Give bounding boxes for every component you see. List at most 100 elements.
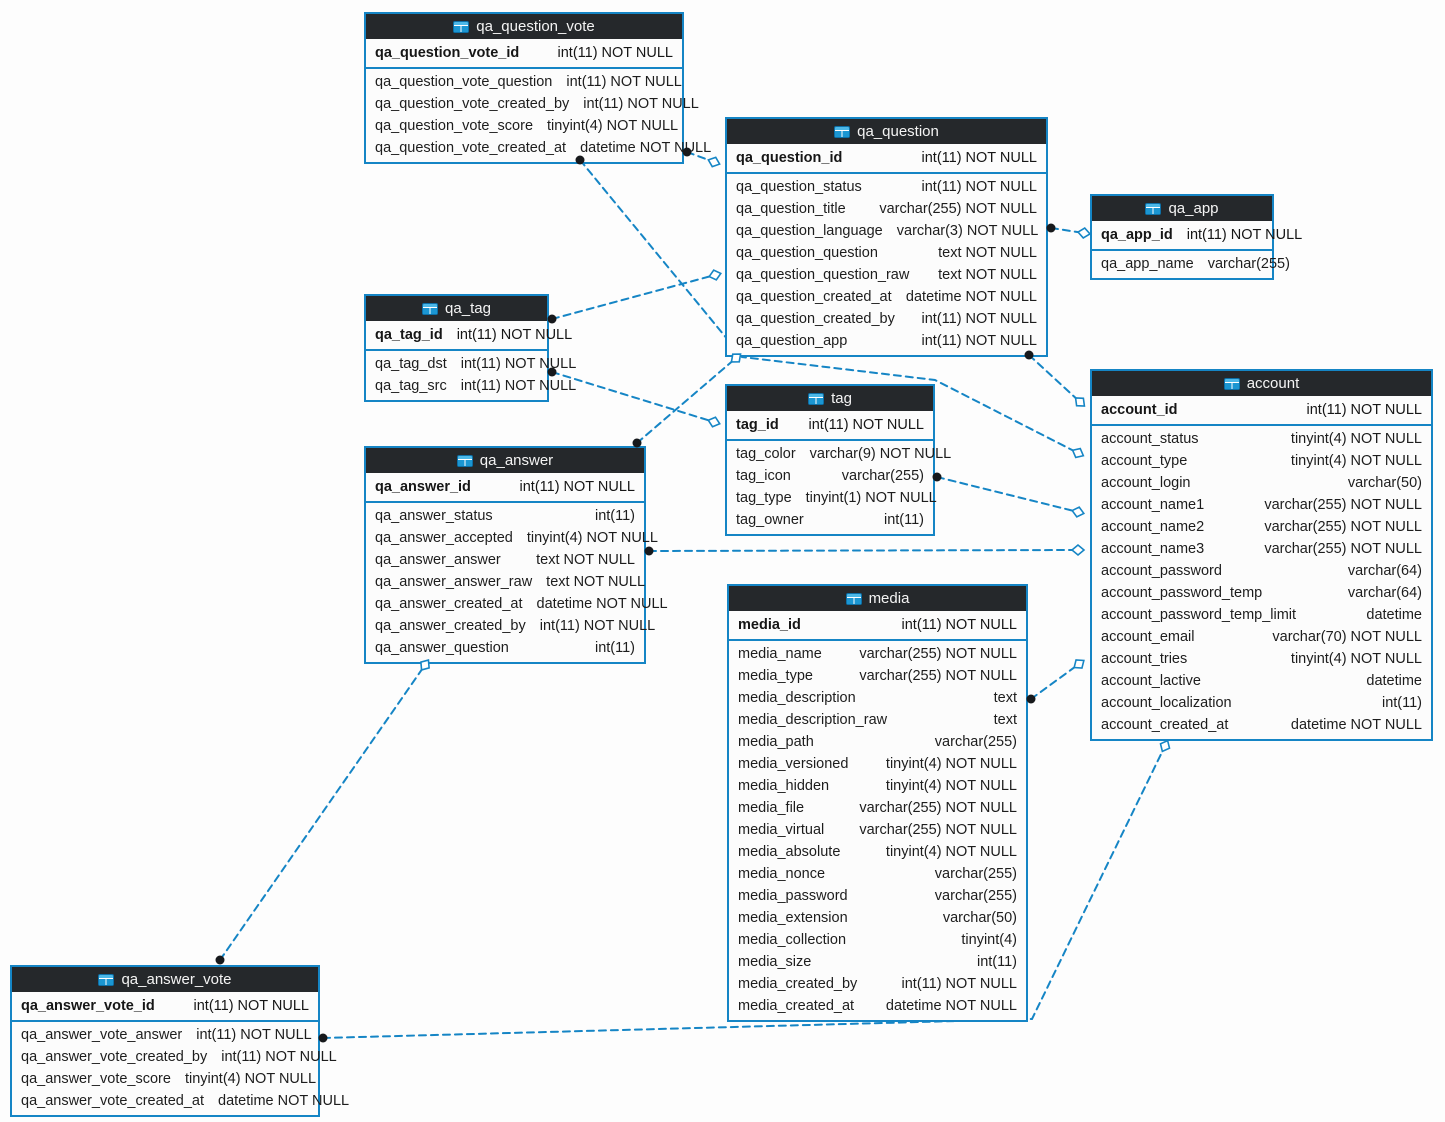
field-type: varchar(50)	[1347, 475, 1422, 491]
relationship-line-qa_question_vote-account[interactable]	[579, 159, 1079, 454]
field-name: qa_answer_vote_answer	[21, 1027, 183, 1043]
field-type: varchar(255)	[934, 888, 1017, 904]
field-name: media_created_at	[738, 998, 855, 1014]
relationship-line-qa_question-account[interactable]	[1028, 354, 1081, 403]
field-name: account_password	[1101, 563, 1222, 579]
primary-key-name: qa_answer_id	[375, 479, 471, 495]
table-header-qa_answer[interactable]: qa_answer	[366, 448, 644, 473]
field-name: account_localization	[1101, 695, 1232, 711]
field-type: datetime NOT NULL	[218, 1093, 350, 1109]
table-title: qa_app	[1168, 200, 1219, 217]
relationship-line-qa_tag-qa_question[interactable]	[551, 274, 716, 320]
table-qa_question[interactable]: qa_question qa_question_id int(11) NOT NUL…	[725, 117, 1048, 357]
field-type: int(11)	[883, 512, 924, 528]
table-header-qa_tag[interactable]: qa_tag	[366, 296, 547, 321]
field-name: media_versioned	[738, 756, 849, 772]
field-type: int(11) NOT NULL	[583, 96, 699, 112]
field-type: varchar(255) NOT NULL	[879, 201, 1037, 217]
field-name: media_path	[738, 734, 814, 750]
field-type: varchar(255)	[841, 468, 924, 484]
table-header-qa_answer_vote[interactable]: qa_answer_vote	[12, 967, 318, 992]
field-name: qa_question_question_raw	[736, 267, 910, 283]
field-type: int(11) NOT NULL	[196, 1027, 312, 1043]
relationship-line-qa_answer-account[interactable]	[648, 549, 1079, 552]
field-type: int(11)	[976, 954, 1017, 970]
relationship-line-qa_answer_vote-qa_answer[interactable]	[219, 664, 426, 961]
field-name: qa_question_language	[736, 223, 883, 239]
field-type: varchar(255) NOT NULL	[859, 800, 1017, 816]
table-header-qa_question[interactable]: qa_question	[727, 119, 1046, 144]
primary-key-type: int(11) NOT NULL	[1186, 227, 1303, 243]
relationship-line-tag-account[interactable]	[936, 476, 1079, 513]
table-header-qa_question_vote[interactable]: qa_question_vote	[366, 14, 682, 39]
field-type: varchar(50)	[942, 910, 1017, 926]
field-name: media_file	[738, 800, 805, 816]
primary-key-name: qa_tag_id	[375, 327, 443, 343]
field-type: tinyint(4) NOT NULL	[885, 844, 1017, 860]
field-name: account_password_temp	[1101, 585, 1263, 601]
field-row: account_login varchar(50)	[1092, 472, 1431, 494]
field-name: account_name3	[1101, 541, 1205, 557]
relationship-line-qa_tag-tag[interactable]	[551, 371, 715, 423]
field-name: qa_answer_created_at	[375, 596, 523, 612]
field-type: datetime	[1366, 673, 1422, 689]
field-type: tinyint(4) NOT NULL	[885, 756, 1017, 772]
field-type: datetime NOT NULL	[885, 998, 1017, 1014]
field-name: account_login	[1101, 475, 1191, 491]
table-header-media[interactable]: media	[729, 586, 1026, 611]
table-icon	[845, 592, 862, 605]
field-type: tinyint(1) NOT NULL	[805, 490, 937, 506]
field-type: tinyint(4) NOT NULL	[885, 778, 1017, 794]
field-type: varchar(255) NOT NULL	[1264, 541, 1422, 557]
field-name: qa_answer_vote_created_by	[21, 1049, 208, 1065]
relationship-line-qa_question-qa_app[interactable]	[1050, 227, 1085, 234]
field-type: int(11) NOT NULL	[901, 976, 1018, 992]
table-icon	[422, 302, 439, 315]
field-type: int(11)	[594, 508, 635, 524]
field-row: media_created_at datetime NOT NULL	[729, 995, 1026, 1017]
relationship-line-qa_answer-qa_question[interactable]	[636, 357, 737, 444]
table-header-qa_app[interactable]: qa_app	[1092, 196, 1272, 221]
field-type: tinyint(4)	[961, 932, 1017, 948]
field-type: datetime NOT NULL	[580, 140, 712, 156]
field-type: int(11) NOT NULL	[921, 179, 1038, 195]
relationship-line-qa_answer_vote-account[interactable]	[322, 745, 1166, 1039]
table-header-tag[interactable]: tag	[727, 386, 933, 411]
field-name: qa_question_title	[736, 201, 846, 217]
field-name: account_created_at	[1101, 717, 1229, 733]
primary-key-type: int(11) NOT NULL	[557, 45, 674, 61]
primary-key-name: qa_question_id	[736, 150, 843, 166]
primary-key-row: qa_question_id int(11) NOT NULL	[727, 144, 1046, 174]
field-name: media_collection	[738, 932, 847, 948]
table-header-account[interactable]: account	[1092, 371, 1431, 396]
field-type: datetime NOT NULL	[536, 596, 668, 612]
relationship-line-media-account[interactable]	[1030, 663, 1080, 700]
field-name: qa_answer_answer	[375, 552, 501, 568]
primary-key-name: account_id	[1101, 402, 1178, 418]
table-title: qa_question_vote	[476, 18, 595, 35]
field-name: account_name2	[1101, 519, 1205, 535]
primary-key-type: int(11) NOT NULL	[921, 150, 1038, 166]
